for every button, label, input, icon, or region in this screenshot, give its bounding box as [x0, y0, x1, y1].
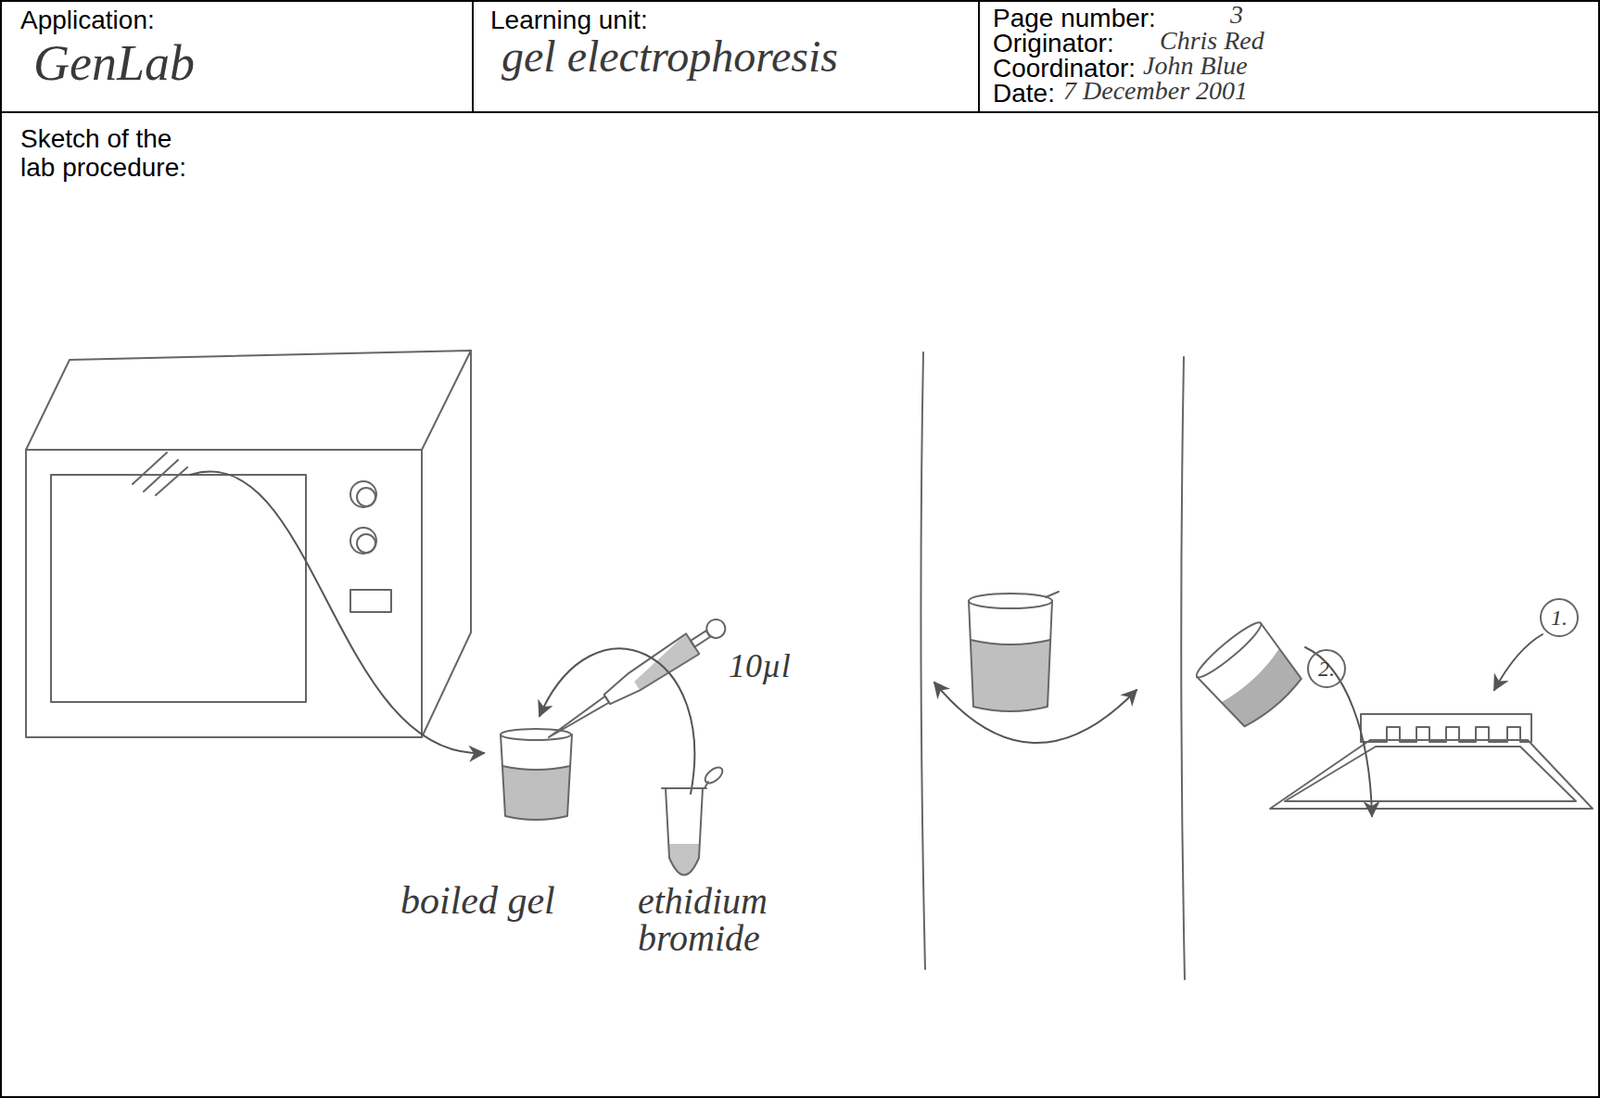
tube-hinge [704, 781, 709, 788]
step-divider [920, 352, 926, 969]
sketch-panel: Sketch of the lab procedure: 1. 2. [0, 111, 1600, 1098]
reaction-tube [661, 763, 725, 875]
liquid-surface [502, 765, 571, 770]
microwave-front [25, 449, 422, 737]
microwave-top [25, 350, 471, 450]
tray-outline [1269, 739, 1593, 809]
header-cell: Page number:3Originator:Chris RedCoordin… [977, 0, 1600, 114]
microwave-side [421, 350, 471, 737]
field-value: Chris Red [1159, 25, 1265, 55]
pipette-shading [627, 633, 699, 692]
header-cell: Application:GenLab [0, 0, 474, 114]
field-value: 3 [1230, 0, 1244, 29]
tube-outline [665, 787, 703, 876]
microwave-knob [350, 481, 377, 508]
pouring-beaker [1192, 617, 1308, 733]
step-number: 2. [1318, 656, 1335, 682]
glass-reflection [132, 452, 188, 496]
microwave-button [350, 589, 392, 612]
tube-liquid [668, 843, 700, 876]
field-value: John Blue [1142, 50, 1248, 80]
gel-tray [1269, 713, 1593, 809]
pour-arrow [1305, 647, 1372, 816]
volume-label: 10µl [728, 648, 791, 683]
microwave-oven [25, 350, 471, 737]
beaker-rim [968, 593, 1053, 609]
header-cell: Learning unit:gel electrophoresis [471, 0, 980, 114]
beaker-outline [500, 734, 572, 820]
step-number-circle: 1. [1539, 597, 1579, 637]
field-value: 7 December 2001 [1063, 76, 1248, 105]
tray-inner [1284, 746, 1576, 801]
item-label: boiled gel [400, 880, 556, 920]
tube-cap [702, 763, 726, 786]
gel-liquid [970, 639, 1051, 712]
swirl-beaker [968, 591, 1059, 712]
field-label: Date: [992, 78, 1055, 108]
pipette-plunger [702, 615, 729, 642]
field-label: Originator: [992, 28, 1115, 58]
field-label: Application: [20, 5, 155, 35]
step-divider [1180, 356, 1185, 979]
tube-rim [661, 787, 707, 789]
field-value: GenLab [33, 35, 195, 91]
dosing-arrow [539, 647, 695, 794]
pipette [542, 613, 731, 748]
liquid-surface [970, 639, 1051, 645]
comb-arrow [1494, 634, 1543, 690]
microwave-window [50, 474, 306, 702]
step-number: 1. [1550, 605, 1568, 631]
field-value: gel electrophoresis [501, 31, 839, 82]
microwave-knob [356, 533, 376, 553]
gel-beaker [500, 728, 572, 820]
panel-heading: Sketch of the lab procedure: [20, 124, 202, 183]
swirl-arrow [934, 682, 1137, 743]
transfer-arrow [190, 470, 484, 753]
field-label: Learning unit: [490, 5, 648, 35]
gel-liquid [502, 765, 571, 820]
step-number-circle: 2. [1307, 648, 1347, 688]
beaker-rim [1192, 617, 1266, 683]
item-label: ethidium bromide [637, 882, 800, 957]
microwave-knob [356, 487, 376, 507]
beaker-outline [1196, 622, 1308, 733]
beaker-spout [1045, 591, 1059, 597]
pipette-tip [546, 696, 610, 741]
beaker-outline [968, 600, 1053, 712]
microwave-knob [350, 527, 377, 554]
field-label: Page number: [992, 3, 1156, 33]
well-comb [1360, 713, 1532, 742]
